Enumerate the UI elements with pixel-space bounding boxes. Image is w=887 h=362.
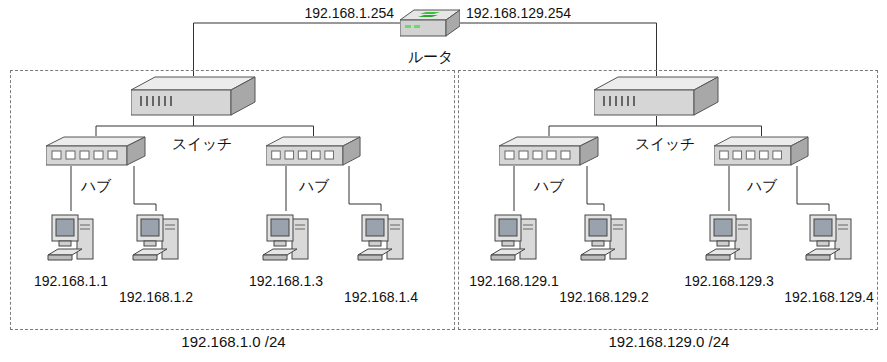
hub-icon xyxy=(266,136,361,166)
device-label: ハブ xyxy=(534,178,564,195)
interface-address: 192.168.129.254 xyxy=(464,5,573,21)
network-address: 192.168.1.0 /24 xyxy=(181,333,285,350)
router-node: ルータ xyxy=(400,8,460,38)
network-cable xyxy=(194,23,401,76)
pc-node: 192.168.129.4 xyxy=(804,211,854,269)
ip-address: 192.168.129.2 xyxy=(559,289,649,305)
ip-address: 192.168.1.1 xyxy=(34,273,108,289)
network-address: 192.168.129.0 /24 xyxy=(609,333,730,350)
pc-icon xyxy=(46,211,96,269)
ip-address: 192.168.129.1 xyxy=(469,273,559,289)
pc-node: 192.168.129.1 xyxy=(489,211,539,269)
pc-icon xyxy=(804,211,854,269)
ip-address: 192.168.1.3 xyxy=(249,273,323,289)
pc-icon xyxy=(579,211,629,269)
network-cable xyxy=(549,116,657,136)
router-icon xyxy=(400,8,460,38)
pc-icon xyxy=(489,211,539,269)
pc-node: 192.168.1.4 xyxy=(356,211,406,269)
hub-node: ハブ xyxy=(266,136,361,166)
ip-address: 192.168.129.4 xyxy=(784,289,874,305)
ip-address: 192.168.1.2 xyxy=(119,289,193,305)
network-cable xyxy=(286,166,287,211)
network-cable xyxy=(96,116,194,136)
pc-icon xyxy=(131,211,181,269)
device-label: ハブ xyxy=(81,178,111,195)
hub-icon xyxy=(714,136,809,166)
hub-node: ハブ xyxy=(714,136,809,166)
pc-node: 192.168.1.2 xyxy=(131,211,181,269)
ip-address: 192.168.129.3 xyxy=(684,273,774,289)
network-cable xyxy=(194,116,314,136)
hub-icon xyxy=(46,136,146,166)
pc-icon xyxy=(261,211,311,269)
switch-node: スイッチ xyxy=(594,76,719,116)
pc-node: 192.168.129.3 xyxy=(704,211,754,269)
network-cable xyxy=(587,166,604,211)
network-cable xyxy=(134,166,156,211)
hub-node: ハブ xyxy=(46,136,146,166)
subnet-region: 192.168.129.0 /24スイッチハブハブ192.168.129.119… xyxy=(458,70,878,330)
network-cable xyxy=(514,166,515,211)
hub-node: ハブ xyxy=(499,136,599,166)
pc-node: 192.168.1.3 xyxy=(261,211,311,269)
pc-node: 192.168.129.2 xyxy=(579,211,629,269)
network-cable xyxy=(657,116,762,136)
network-cable xyxy=(71,166,72,211)
ip-address: 192.168.1.4 xyxy=(344,289,418,305)
switch-icon xyxy=(131,76,256,116)
device-label: ハブ xyxy=(299,178,329,195)
network-cable xyxy=(797,166,829,211)
pc-node: 192.168.1.1 xyxy=(46,211,96,269)
pc-icon xyxy=(704,211,754,269)
network-cable xyxy=(349,166,381,211)
device-label: ハブ xyxy=(747,178,777,195)
switch-icon xyxy=(594,76,719,116)
pc-icon xyxy=(356,211,406,269)
hub-icon xyxy=(499,136,599,166)
network-cable xyxy=(729,166,730,211)
device-label: スイッチ xyxy=(172,136,232,153)
network-cable xyxy=(460,23,657,76)
subnet-region: 192.168.1.0 /24スイッチハブハブ192.168.1.1192.16… xyxy=(10,70,455,330)
switch-node: スイッチ xyxy=(131,76,256,116)
interface-address: 192.168.1.254 xyxy=(302,5,396,21)
device-label: スイッチ xyxy=(635,136,695,153)
device-label: ルータ xyxy=(408,49,453,66)
